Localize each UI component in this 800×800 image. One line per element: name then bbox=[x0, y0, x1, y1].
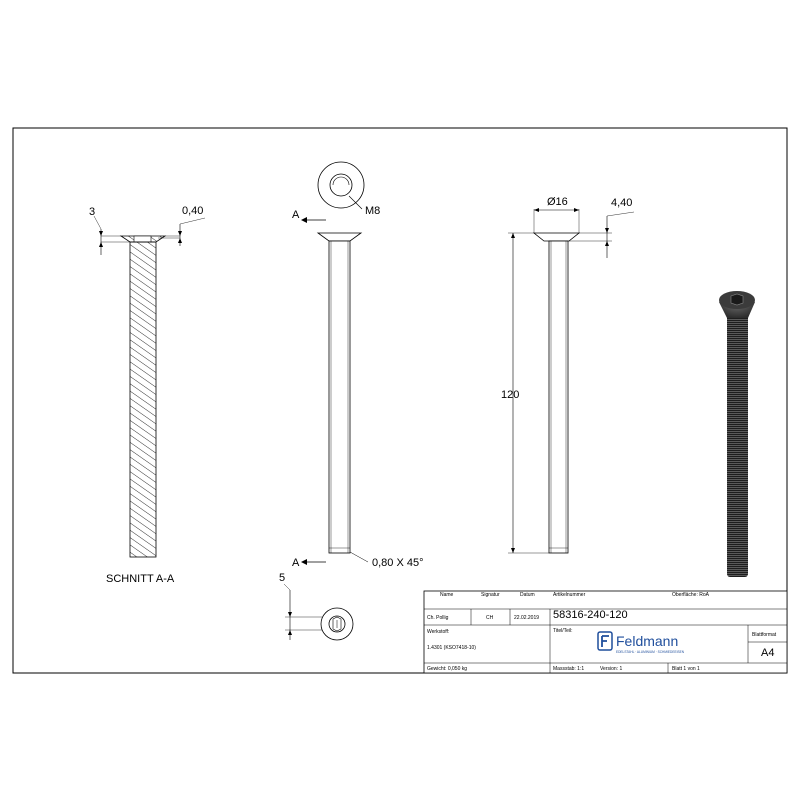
weight-label: Gewicht: 0,050 kg bbox=[427, 666, 467, 672]
sheet-label: Blatt 1 von 1 bbox=[672, 666, 700, 672]
col-name-header: Name bbox=[440, 592, 454, 598]
logo-text: Feldmann bbox=[616, 633, 678, 649]
section-marker-top: A bbox=[292, 209, 300, 221]
side-shank bbox=[548, 240, 569, 554]
logo-tagline: EDELSTAHL · ALUMINIUM · SCHMIEDEEISEN bbox=[616, 650, 685, 654]
section-shank bbox=[129, 241, 157, 558]
head-top-outer-circle bbox=[317, 161, 365, 209]
section-marker-bottom: A bbox=[292, 557, 300, 569]
col-signature-header: Signatur bbox=[481, 592, 500, 598]
drawing-frame bbox=[12, 127, 788, 674]
drawn-by-name: Ch. Pollig bbox=[427, 615, 449, 621]
article-number: 58316-240-120 bbox=[553, 609, 628, 621]
dim-diameter-label: Ø16 bbox=[547, 196, 568, 208]
drawn-by-signature: CH bbox=[486, 615, 494, 621]
feldmann-logo: Feldmann EDELSTAHL · ALUMINIUM · SCHMIED… bbox=[597, 631, 685, 654]
drawn-date: 22.02.2019 bbox=[514, 615, 539, 621]
dim-recess-label: 0,40 bbox=[182, 205, 203, 217]
version-label: Version: 1 bbox=[600, 666, 622, 672]
section-label: SCHNITT A-A bbox=[106, 573, 175, 585]
article-label: Artikelnummer bbox=[553, 592, 586, 598]
format-label: Blattformat bbox=[752, 632, 777, 638]
hex-socket-icon bbox=[730, 293, 744, 306]
side-head bbox=[532, 232, 581, 242]
front-shank bbox=[328, 240, 351, 554]
socket-recess bbox=[133, 235, 152, 243]
dim-length-label: 120 bbox=[501, 389, 519, 401]
head-top-inner-circle bbox=[329, 173, 353, 197]
format-value: A4 bbox=[761, 647, 774, 659]
front-view: M8 A A 0,80 X 45° bbox=[292, 161, 424, 569]
thread-label: M8 bbox=[365, 205, 380, 217]
material-value: 1.4301 (KSO7418-10) bbox=[427, 645, 476, 651]
chamfer-label: 0,80 X 45° bbox=[372, 557, 424, 569]
col-date-header: Datum bbox=[520, 592, 535, 598]
bottom-inner-circle bbox=[328, 615, 346, 633]
bottom-hex-socket-icon bbox=[332, 616, 342, 632]
dimensioned-view: Ø16 4,40 120 bbox=[501, 196, 635, 554]
title-label: Titel/Teil: bbox=[553, 628, 573, 634]
front-head bbox=[316, 232, 363, 242]
scale-label: Massstab: 1:1 bbox=[553, 666, 584, 672]
dim-socket-depth-label: 5 bbox=[279, 572, 285, 584]
section-view: 3 0,40 SCHNITT A-A bbox=[89, 205, 206, 585]
surface-label: Oberfläche: RoA bbox=[672, 592, 710, 598]
dim-head-offset-label: 4,40 bbox=[611, 197, 632, 209]
dim-head-height-label: 3 bbox=[89, 206, 95, 218]
render-shank bbox=[727, 315, 748, 577]
material-label: Werkstoff: bbox=[427, 629, 449, 635]
bottom-outer-circle bbox=[320, 607, 354, 641]
screw-3d-render bbox=[719, 291, 755, 577]
bottom-view: 5 bbox=[279, 572, 354, 641]
title-block: Name Signatur Datum Artikelnummer Oberfl… bbox=[423, 590, 788, 674]
